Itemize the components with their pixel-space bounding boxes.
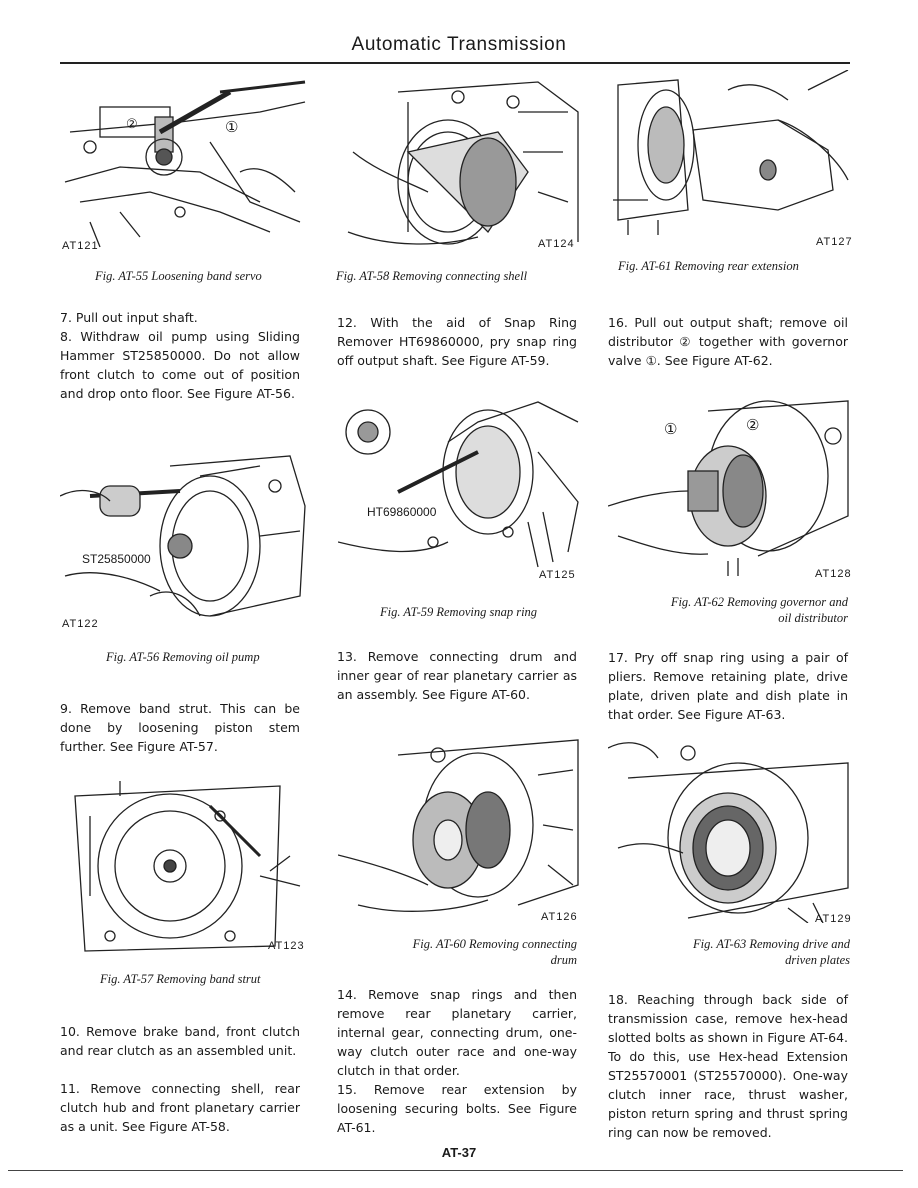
step-15: 15. Remove rear extension by loosening s…: [337, 1082, 577, 1135]
step-14: 14. Remove snap rings and then remove re…: [337, 987, 577, 1078]
figure-code: AT126: [541, 911, 578, 923]
callout-1-label: ①: [664, 421, 678, 438]
figure-caption: Fig. AT-55 Loosening band servo: [95, 269, 262, 283]
step-13: 13. Remove connecting drum and inner gea…: [337, 649, 577, 702]
figure-at59-illustration: [338, 392, 583, 578]
figure-at62-illustration: [608, 396, 853, 576]
step-16: 16. Pull out output shaft; remove oil di…: [608, 315, 848, 368]
figure-caption-line-1: Fig. AT-63 Removing drive and: [692, 937, 850, 951]
figure-caption: Fig. AT-60 Removing connecting drum: [337, 936, 577, 968]
figure-caption: Fig. AT-63 Removing drive and driven pla…: [606, 936, 850, 968]
figure-code: AT127: [816, 236, 853, 248]
step-17: 17. Pry off snap ring using a pair of pl…: [608, 650, 848, 722]
figure-caption-line-1: Fig. AT-62 Removing governor and: [670, 595, 848, 609]
figure-code: AT122: [62, 618, 99, 630]
figure-caption: Fig. AT-57 Removing band strut: [100, 972, 261, 986]
page-number: AT-37: [441, 1145, 477, 1160]
figure-at58-illustration: [338, 72, 588, 252]
page-header-title: Automatic Transmission: [351, 34, 567, 55]
figure-code: AT124: [538, 238, 575, 250]
figure-code: AT128: [815, 568, 852, 580]
figure-caption: Fig. AT-59 Removing snap ring: [380, 605, 538, 619]
figure-caption: Fig. AT-56 Removing oil pump: [106, 650, 260, 664]
header-rule: [60, 62, 850, 64]
step-10: 10. Remove brake band, front clutch and …: [60, 1024, 300, 1058]
figure-at63-illustration: [608, 738, 853, 923]
step-12: 12. With the aid of Snap Ring Remover HT…: [337, 315, 577, 368]
step-9: 9. Remove band strut. This can be done b…: [60, 701, 300, 754]
callout-2-label: ②: [746, 417, 760, 434]
footer-rule: [8, 1170, 903, 1171]
tool-label: ST25850000: [82, 552, 151, 566]
figure-code: AT123: [268, 940, 305, 952]
figure-at57-illustration: [60, 776, 310, 956]
figure-caption: Fig. AT-58 Removing connecting shell: [336, 269, 528, 283]
figure-code: AT129: [815, 913, 852, 925]
figure-at60-illustration: [338, 735, 583, 920]
step-11: 11. Remove connecting shell, rear clutch…: [60, 1081, 300, 1134]
step-7: 7. Pull out input shaft.: [60, 310, 198, 325]
figure-at56-illustration: [60, 446, 310, 624]
figure-code: AT121: [62, 240, 99, 252]
figure-code: AT125: [539, 569, 576, 581]
figure-caption-line-2: driven plates: [785, 953, 850, 967]
figure-caption-line-1: Fig. AT-60 Removing connecting: [412, 937, 577, 951]
figure-caption: Fig. AT-61 Removing rear extension: [618, 259, 799, 273]
callout-1-label: ①: [225, 119, 239, 136]
figure-caption-line-2: oil distributor: [778, 611, 848, 625]
figure-caption-line-2: drum: [550, 953, 577, 967]
step-8: 8. Withdraw oil pump using Sliding Hamme…: [60, 329, 300, 401]
figure-caption: Fig. AT-62 Removing governor and oil dis…: [606, 594, 848, 626]
callout-2-label: ②: [126, 116, 138, 131]
tool-label: HT69860000: [367, 505, 437, 519]
step-18: 18. Reaching through back side of transm…: [608, 992, 848, 1140]
figure-at55-illustration: [60, 72, 310, 252]
figure-at61-illustration: [608, 70, 853, 235]
